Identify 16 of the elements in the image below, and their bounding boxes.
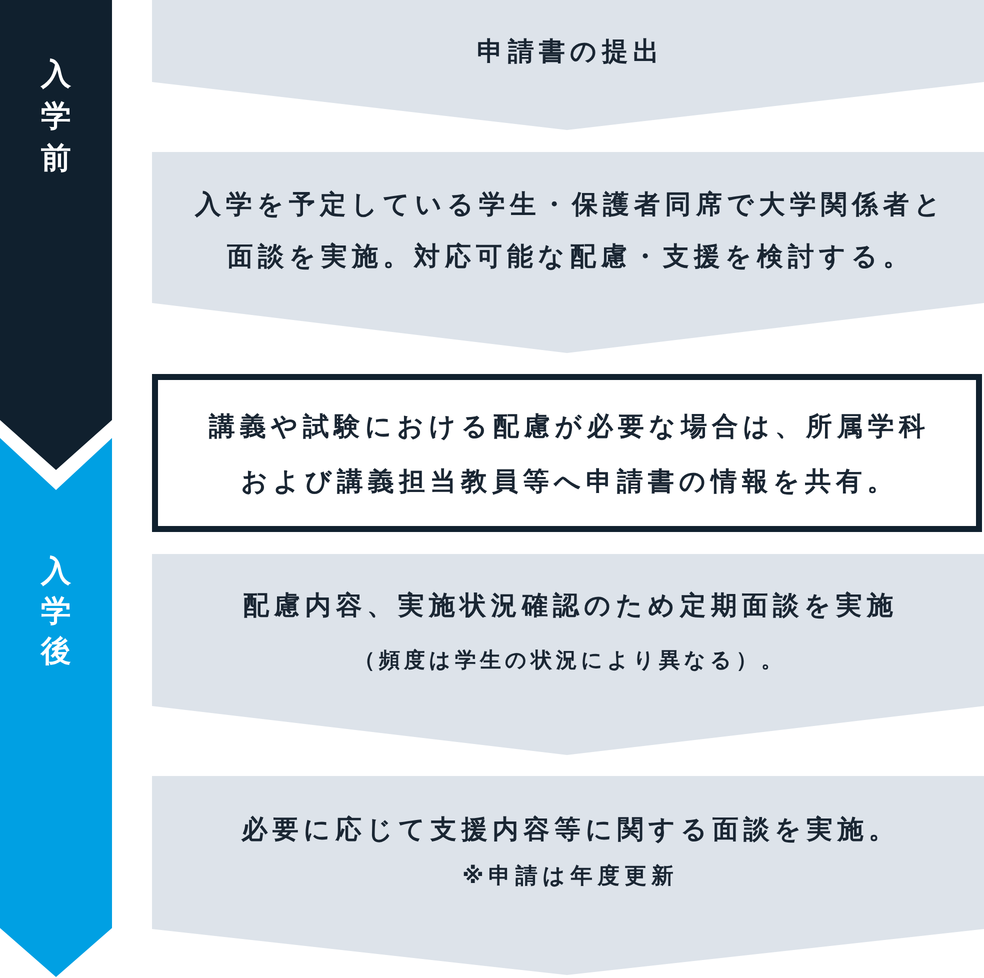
step-text: 必要に応じて支援内容等に関する面談を実施。 (240, 814, 900, 847)
phase-band (0, 438, 112, 977)
step-box (152, 554, 984, 755)
step-text: 入学を予定している学生・保護者同席で大学関係者と面談を実施。対応可能な配慮・支援を検討する。 (194, 189, 947, 274)
phase-label: 入学後 (40, 553, 72, 671)
phase-band (0, 0, 112, 470)
note-text: （頻度は学生の状況により異なる）。 (353, 647, 786, 674)
step-box (152, 776, 984, 975)
step-box (152, 374, 982, 532)
phase-label: 入学前 (40, 56, 72, 178)
note-text: ※申請は年度更新 (461, 862, 679, 891)
step-text: 講義や試験における配慮が必要な場合は、所属学科および講義担当教員等へ申請書の情報を共有。 (208, 411, 931, 499)
step-box (152, 152, 984, 353)
step-box (152, 0, 984, 130)
step-text: 申請書の提出 (476, 36, 664, 69)
step-text: 配慮内容、実施状況確認のため定期面談を実施 (242, 590, 898, 623)
